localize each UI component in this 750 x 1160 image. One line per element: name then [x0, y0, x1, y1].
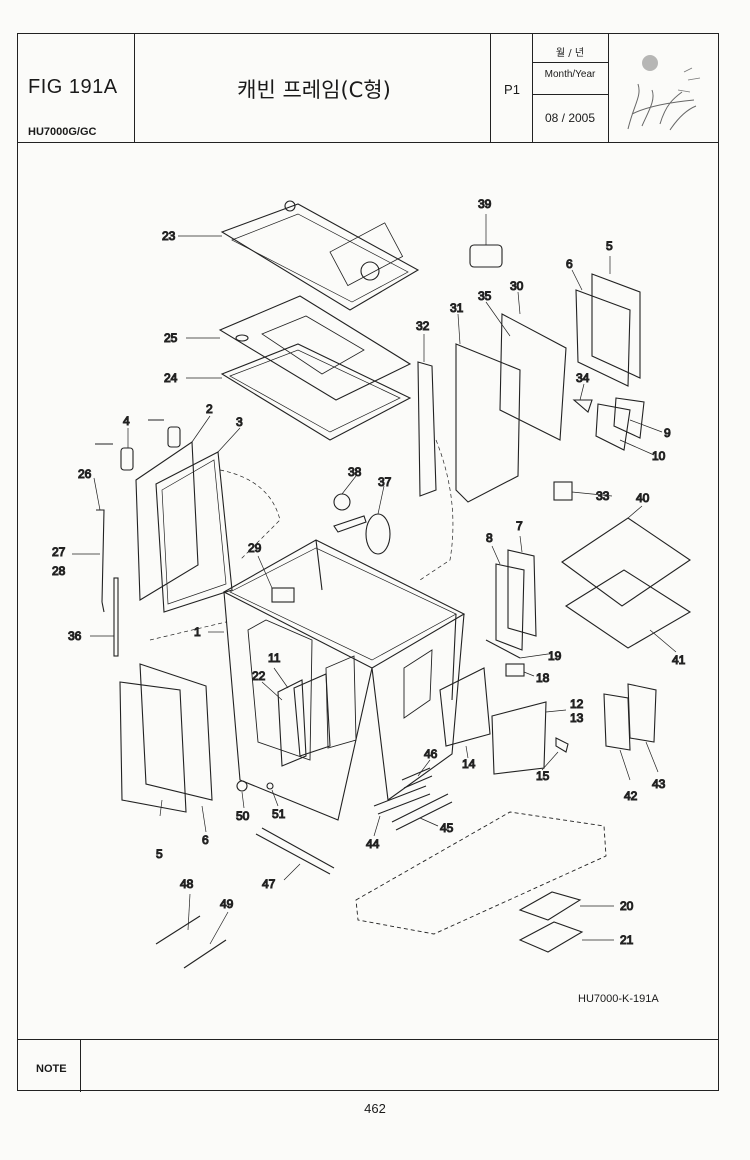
date-box: 월 / 년 Month/Year 08 / 2005 — [532, 34, 608, 142]
title-block: FIG 191A HU7000G/GC 캐빈 프레임(C형) P1 월 / 년 … — [18, 34, 718, 143]
note-label: NOTE — [36, 1063, 67, 1075]
callout-label: 36 — [68, 629, 82, 643]
callout-label: 6 — [202, 833, 209, 847]
callout-label: 18 — [536, 671, 550, 685]
part-drawings — [95, 200, 692, 969]
callout-label: 37 — [378, 475, 392, 489]
callout-label: 1 — [194, 625, 201, 639]
callout-label: 11 — [268, 651, 281, 665]
callout-label: 15 — [536, 769, 550, 783]
callout-label: 50 — [236, 809, 250, 823]
callout-label: 32 — [416, 319, 430, 333]
callout-label: 13 — [570, 711, 584, 725]
callout-label: 39 — [478, 197, 492, 211]
callout-label: 20 — [620, 899, 634, 913]
signature-mark — [627, 55, 701, 131]
model-number: HU7000G/GC — [28, 126, 97, 138]
callout-label: 19 — [548, 649, 562, 663]
note-divider — [80, 1040, 81, 1092]
callout-label: 29 — [248, 541, 262, 555]
page-title: 캐빈 프레임(C형) — [237, 78, 391, 102]
callout-label: 45 — [440, 821, 454, 835]
callout-label: 42 — [624, 789, 638, 803]
callout-label: 10 — [652, 449, 666, 463]
callout-label: 49 — [220, 897, 234, 911]
callout-label: 24 — [164, 371, 178, 385]
callout-label: 12 — [570, 697, 584, 711]
date-label-en: Month/Year — [544, 69, 596, 80]
callout-label: 7 — [516, 519, 523, 533]
drawing-reference: HU7000-K-191A — [578, 993, 659, 1005]
part-callouts: 23 25 24 4 2 3 26 27 28 36 1 29 38 37 39… — [51, 196, 686, 947]
title-divider — [490, 34, 491, 142]
callout-label: 48 — [180, 877, 194, 891]
divider — [532, 62, 608, 63]
callout-label: 27 — [52, 545, 66, 559]
callout-label: 35 — [478, 289, 492, 303]
title-divider — [134, 34, 135, 142]
callout-label: 25 — [164, 331, 178, 345]
callout-label: 33 — [596, 489, 610, 503]
callout-label: 6 — [566, 257, 573, 271]
callout-label: 40 — [636, 491, 650, 505]
callout-label: 4 — [123, 414, 130, 428]
title-divider — [532, 34, 533, 142]
callout-label: 8 — [486, 531, 493, 545]
date-label-ko: 월 / 년 — [555, 48, 585, 59]
callout-label: 44 — [366, 837, 380, 851]
date-value: 08 / 2005 — [544, 111, 596, 125]
page-number: 462 — [364, 1101, 386, 1116]
callout-label: 22 — [252, 669, 266, 683]
callout-label: 34 — [576, 371, 590, 385]
callout-label: 2 — [206, 402, 213, 416]
note-row: NOTE — [18, 1039, 718, 1092]
callout-label: 3 — [236, 415, 243, 429]
leader-lines — [72, 214, 677, 945]
page-code: P1 — [504, 82, 520, 97]
divider — [532, 94, 608, 95]
sheet-frame: FIG 191A HU7000G/GC 캐빈 프레임(C형) P1 월 / 년 … — [17, 33, 719, 1092]
callout-label: 51 — [272, 807, 286, 821]
callout-label: 46 — [424, 747, 438, 761]
callout-label: 21 — [620, 933, 634, 947]
callout-label: 23 — [162, 229, 176, 243]
callout-label: 41 — [672, 653, 686, 667]
figure-number: FIG 191A — [28, 76, 118, 98]
callout-label: 5 — [156, 847, 163, 861]
callout-label: 47 — [262, 877, 276, 891]
title-divider — [608, 34, 609, 142]
callout-label: 9 — [664, 426, 671, 440]
callout-label: 31 — [450, 301, 464, 315]
callout-label: 30 — [510, 279, 524, 293]
callout-label: 43 — [652, 777, 666, 791]
approval-signature — [608, 34, 718, 142]
callout-label: 26 — [78, 467, 92, 481]
callout-label: 14 — [462, 757, 476, 771]
callout-label: 5 — [606, 239, 613, 253]
callout-label: 38 — [348, 465, 362, 479]
callout-label: 28 — [52, 564, 66, 578]
